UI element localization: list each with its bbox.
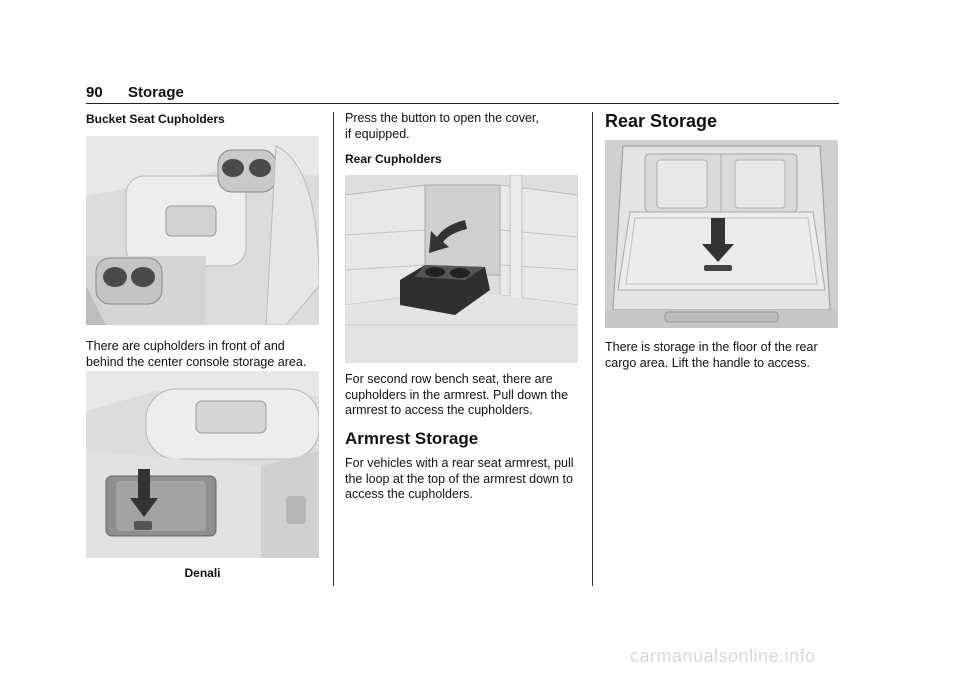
watermark: carmanualsonline.info [630, 646, 816, 666]
denali-caption: Denali [184, 566, 221, 580]
denali-console-figure [86, 371, 319, 558]
page-header: 90 Storage [86, 84, 839, 104]
bucket-seat-cupholders-figure [86, 136, 319, 325]
header-rule [86, 103, 839, 104]
bucket-seat-cupholders-label: Bucket Seat Cupholders [86, 112, 225, 126]
column-divider-2 [592, 112, 593, 586]
press-button-paragraph: Press the button to open the cover, if e… [345, 111, 581, 142]
page-number: 90 [86, 84, 103, 101]
rear-storage-figure [605, 140, 838, 328]
rear-cupholders-figure [345, 175, 578, 363]
rear-storage-heading: Rear Storage [605, 111, 718, 131]
rear-storage-paragraph: There is storage in the floor of the rea… [605, 340, 818, 370]
press-button-line-2: if equipped. [345, 126, 410, 141]
armrest-storage-heading: Armrest Storage [345, 429, 479, 448]
armrest-storage-paragraph: For vehicles with a rear seat armrest, p… [345, 456, 574, 501]
press-button-line-1: Press the button to open the cover, [345, 111, 539, 125]
rear-cupholders-label: Rear Cupholders [345, 152, 442, 166]
bucket-seat-paragraph: There are cupholders in front of and beh… [86, 339, 307, 369]
section-title: Storage [128, 84, 184, 101]
rear-cupholders-paragraph: For second row bench seat, there are cup… [345, 372, 569, 417]
column-divider-1 [333, 112, 334, 586]
